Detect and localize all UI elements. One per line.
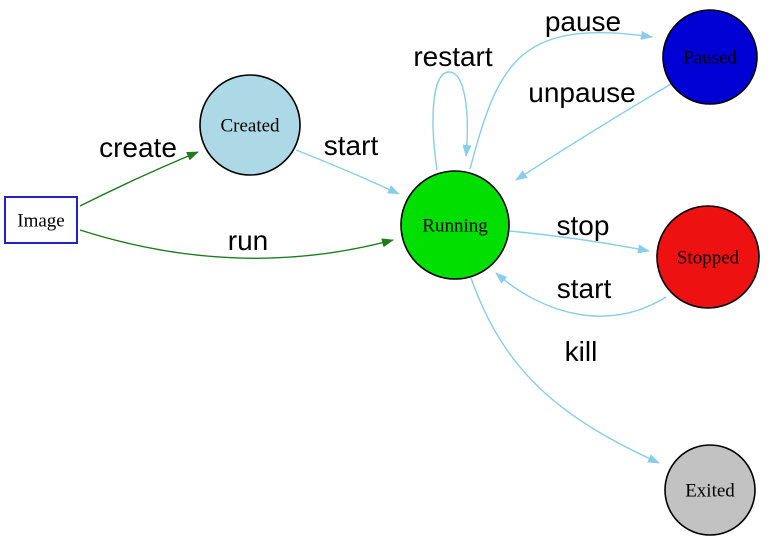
node-image: Image	[4, 196, 78, 244]
edge-label-pause: pause	[545, 6, 621, 37]
paused-node-circle	[662, 9, 758, 105]
stopped-node-circle	[656, 205, 760, 309]
nodes-layer: Image Created Running Paused Stopped Exi	[4, 9, 760, 536]
edge-label-start-stopped: start	[557, 273, 612, 304]
image-node-box	[4, 196, 78, 244]
node-paused: Paused	[662, 9, 758, 105]
edges-layer	[79, 30, 672, 464]
node-label-stopped: Stopped	[677, 248, 740, 269]
node-label-paused: Paused	[683, 48, 737, 69]
created-node-circle	[199, 74, 301, 176]
node-created: Created	[199, 74, 301, 176]
edge-label-restart: restart	[413, 41, 493, 72]
node-running: Running	[400, 170, 510, 280]
edge-unpause	[515, 83, 672, 181]
edge-pause	[469, 30, 653, 170]
edge-stop	[509, 230, 650, 254]
edge-restart-self-loop	[432, 71, 472, 171]
edge-kill	[470, 277, 660, 464]
edge-run	[79, 229, 394, 259]
node-label-created: Created	[220, 116, 280, 137]
edge-create	[79, 151, 199, 207]
edge-start-stopped-running	[495, 272, 667, 317]
edge-label-run: run	[228, 225, 268, 256]
edge-label-unpause: unpause	[528, 77, 635, 108]
running-node-circle	[400, 170, 510, 280]
node-exited: Exited	[664, 444, 756, 536]
edge-label-start-created: start	[324, 130, 379, 161]
exited-node-circle	[664, 444, 756, 536]
node-label-running: Running	[422, 216, 488, 237]
node-label-image: Image	[17, 211, 64, 232]
node-label-exited: Exited	[685, 481, 735, 502]
edge-labels-layer: create run start restart pause unpause s…	[99, 6, 636, 367]
node-stopped: Stopped	[656, 205, 760, 309]
edge-label-create: create	[99, 132, 177, 163]
edge-label-kill: kill	[565, 336, 598, 367]
edge-start-created-running	[295, 149, 400, 195]
edge-label-stop: stop	[557, 210, 610, 241]
